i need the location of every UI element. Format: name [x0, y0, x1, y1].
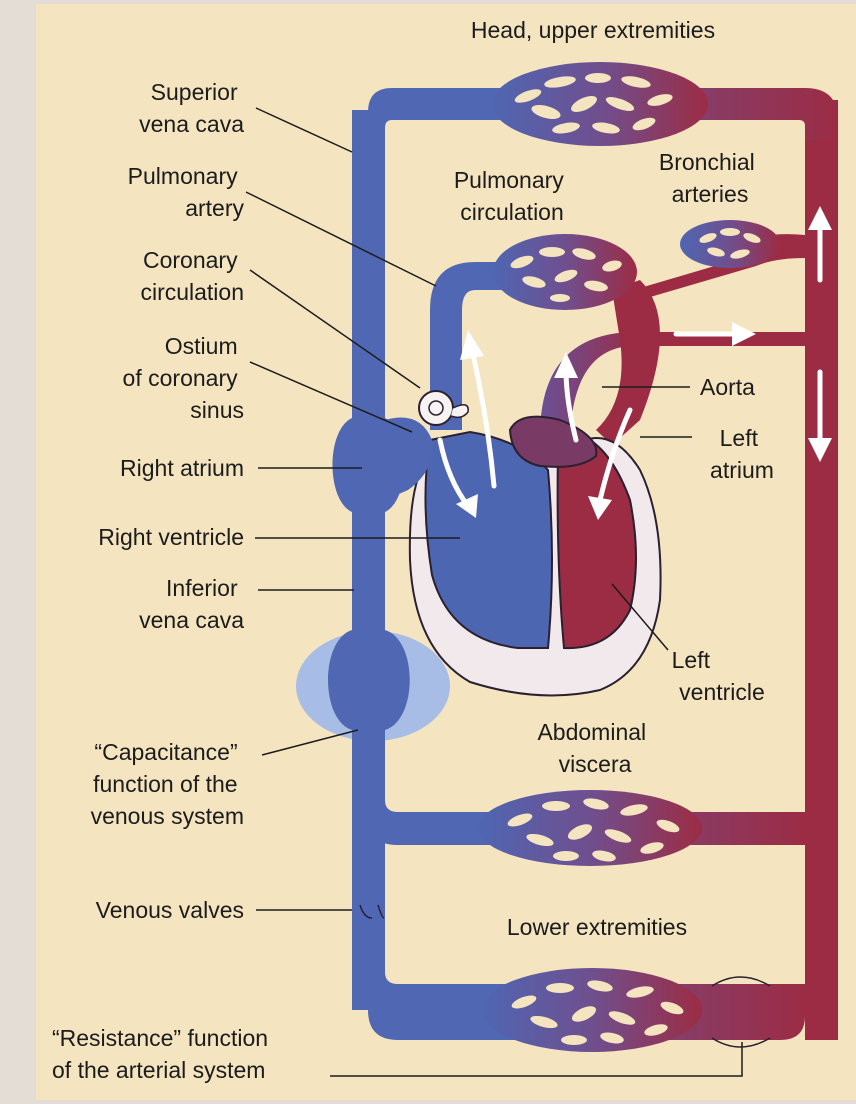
capillary-bed-abdominal — [478, 790, 702, 866]
label-venous-valves: Venous valves — [96, 897, 244, 923]
capillary-bed-pulmonary — [493, 234, 637, 310]
capillary-bed-bronchial — [680, 220, 780, 268]
label-lower-extremities: Lower extremities — [507, 914, 687, 940]
capillary-bed-head — [492, 62, 708, 146]
label-right-ventricle: Right ventricle — [98, 524, 244, 550]
label-right-atrium: Right atrium — [120, 455, 244, 481]
label-aorta: Aorta — [700, 374, 755, 400]
label-capacitance-function: “Capacitance” function of the venous sys… — [91, 739, 244, 829]
label-head-upper-extremities: Head, upper extremities — [471, 17, 715, 43]
capillary-bed-lower — [482, 968, 702, 1052]
